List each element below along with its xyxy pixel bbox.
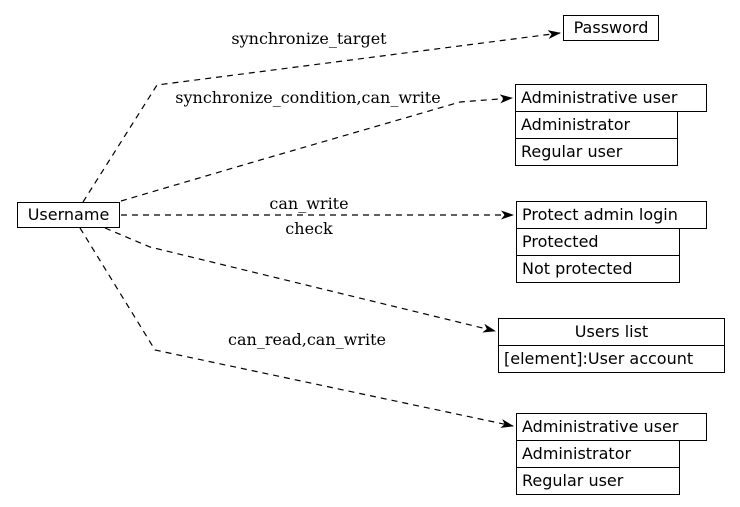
node-row: Regular user — [516, 468, 680, 495]
edge-username-to-administrative-user-top — [120, 94, 513, 202]
node-administrative-user-top: Administrative user Administrator Regula… — [515, 84, 707, 166]
node-row: Not protected — [516, 256, 680, 283]
node-username: Username — [17, 202, 120, 228]
node-title: Users list — [498, 318, 725, 346]
node-protect-admin-login: Protect admin login Protected Not protec… — [516, 201, 707, 283]
edge-label-line: can_write — [269, 194, 349, 213]
edge-username-to-password — [82, 30, 561, 203]
node-row: Administrator — [516, 441, 680, 468]
node-row: Regular user — [515, 139, 678, 166]
edge-label-can-write-check: can_write check — [269, 194, 348, 238]
edge-username-to-users-list — [104, 227, 496, 333]
node-title: Administrative user — [515, 84, 707, 112]
node-row: Protected — [516, 229, 680, 256]
node-users-list: Users list [element]:User account — [498, 318, 725, 373]
node-row: Administrator — [515, 112, 678, 139]
edge-label-synchronize-condition-can-write: synchronize_condition,can_write — [175, 88, 441, 107]
node-row: [element]:User account — [498, 346, 725, 373]
edge-label-can-read-can-write: can_read,can_write — [228, 330, 386, 349]
edge-username-to-administrative-user-bottom — [79, 227, 514, 428]
node-administrative-user-bottom: Administrative user Administrator Regula… — [516, 413, 707, 495]
edge-label-line: check — [285, 219, 333, 238]
node-title: Protect admin login — [516, 201, 707, 229]
node-title: Administrative user — [516, 413, 707, 441]
edge-label-synchronize-target: synchronize_target — [231, 29, 387, 48]
node-password: Password — [563, 15, 659, 41]
